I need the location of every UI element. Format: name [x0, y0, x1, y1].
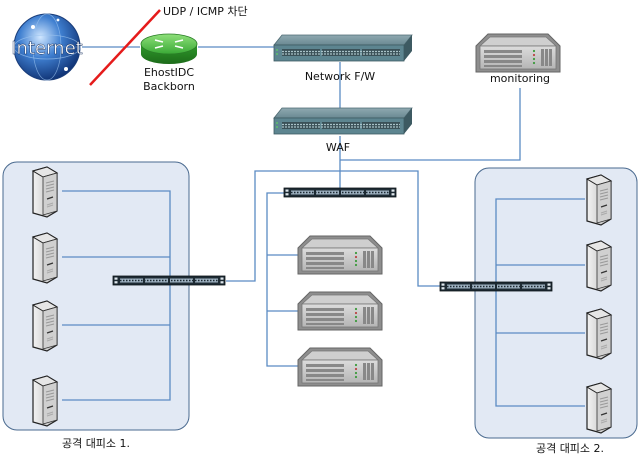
zone2-server-2-icon: [586, 240, 612, 292]
zone2-label: 공격 대피소 2.: [536, 442, 604, 455]
link-core-zone1: [226, 170, 340, 282]
monitoring-server-icon: [475, 33, 561, 73]
zone2-server-4-icon: [586, 382, 612, 434]
waf-label: WAF: [326, 141, 350, 154]
core-patch-panel-icon: [283, 187, 397, 198]
router-icon: [140, 33, 198, 64]
links: [62, 46, 585, 407]
backbone-label-line1: EhostIDC: [144, 66, 194, 79]
backbone-label-line2: Backborn: [143, 80, 195, 93]
link-zone2-bus: [495, 198, 585, 407]
network-firewall-icon: [273, 34, 413, 62]
internet-label: Internet: [11, 38, 82, 59]
monitoring-label: monitoring: [490, 72, 550, 85]
rack-server-1-icon: [297, 235, 383, 275]
zone2-server-3-icon: [586, 308, 612, 360]
zone2-server-1-icon: [586, 174, 612, 226]
internet-globe-icon: [13, 13, 81, 81]
zone1-server-1-icon: [32, 166, 58, 218]
zone1-server-3-icon: [32, 300, 58, 352]
zone-2-box: [474, 167, 638, 439]
rack-server-3-icon: [297, 347, 383, 387]
link-core-racks: [266, 192, 300, 367]
link-core-zone2: [340, 170, 442, 287]
zone1-server-4-icon: [32, 375, 58, 427]
link-zone1-bus: [62, 190, 171, 401]
link-monitoring: [340, 88, 521, 161]
block-line: [89, 9, 161, 86]
rack-server-2-icon: [297, 291, 383, 331]
zone1-server-2-icon: [32, 232, 58, 284]
zone1-patch-panel-icon: [112, 275, 226, 286]
block-note-label: UDP / ICMP 차단: [163, 5, 248, 18]
zone2-patch-panel-icon: [439, 281, 553, 292]
waf-icon: [273, 107, 413, 135]
zone1-label: 공격 대피소 1.: [62, 437, 130, 450]
network-firewall-label: Network F/W: [305, 70, 375, 83]
zone-1-box: [2, 161, 190, 431]
